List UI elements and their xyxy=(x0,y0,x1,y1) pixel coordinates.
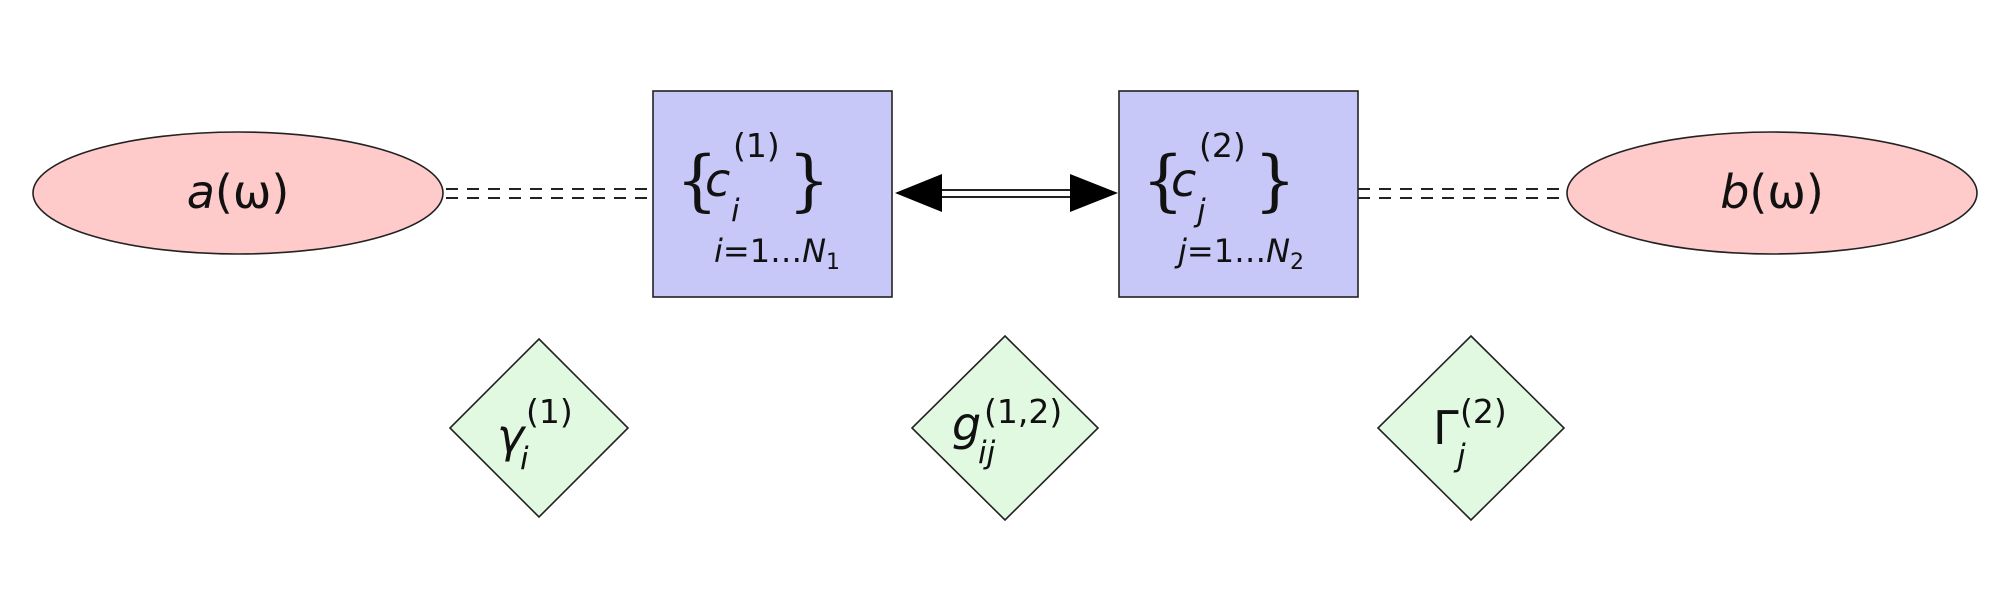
box-2-brace-open: { xyxy=(1142,142,1184,219)
damping-1-diamond: γ i (1) xyxy=(448,337,630,519)
mode-set-1-box: { c i (1) } i=1…N1 xyxy=(652,90,893,298)
box-1-range-index: i xyxy=(714,232,723,270)
svg-text:b(ω): b(ω) xyxy=(1720,165,1824,219)
right-dashed-connector xyxy=(1358,188,1567,199)
svg-text:j=1…N2: j=1…N2 xyxy=(1174,232,1304,275)
source-a-ellipse xyxy=(32,131,444,255)
source-b-node: b(ω) xyxy=(1566,131,1978,255)
svg-text:c: c xyxy=(705,153,730,207)
box-1-symbol: c xyxy=(705,153,730,207)
diamond-center-superscript: (1,2) xyxy=(984,392,1062,431)
diamond-left-superscript: (1) xyxy=(526,392,573,431)
diamond-left-subscript: i xyxy=(520,441,529,477)
diamond-right-symbol: Γ xyxy=(1433,401,1459,455)
box-2-range-N: N xyxy=(1266,232,1290,270)
left-dashed-connector xyxy=(446,188,655,199)
diamond-left-symbol: γ xyxy=(497,409,527,463)
diamond-center-symbol: g xyxy=(952,397,981,451)
box-1-range-N: N xyxy=(802,232,826,270)
box-2-range-eq: =1… xyxy=(1187,232,1266,270)
box-1-subscript: i xyxy=(731,193,740,229)
box-1-superscript: (1) xyxy=(733,126,780,165)
coupling-diamond: g ij (1,2) xyxy=(910,334,1100,522)
box-2-range-N-sub: 2 xyxy=(1290,250,1304,275)
source-b-func: b xyxy=(1720,165,1749,219)
box-1-range-eq: =1… xyxy=(723,232,802,270)
source-b-ellipse xyxy=(1566,131,1978,255)
box-1-brace-open: { xyxy=(676,142,718,219)
svg-text:i=1…N1: i=1…N1 xyxy=(714,232,840,275)
source-a-arg: (ω) xyxy=(215,165,289,219)
arrowhead-right xyxy=(1070,174,1118,212)
box-2-superscript: (2) xyxy=(1199,126,1246,165)
damping-2-diamond: Γ j (2) xyxy=(1376,334,1566,522)
diamond-center-subscript: ij xyxy=(978,435,996,471)
diamond-right-subscript: j xyxy=(1453,438,1466,474)
svg-text:a(ω): a(ω) xyxy=(187,165,290,219)
arrowhead-left xyxy=(895,174,942,212)
source-a-node: a(ω) xyxy=(32,131,444,255)
diamond-right-superscript: (2) xyxy=(1460,392,1507,431)
box-1-range-N-sub: 1 xyxy=(826,250,840,275)
box-2-range-index: j xyxy=(1174,232,1187,270)
box-1-brace-close: } xyxy=(788,142,830,219)
box-2-subscript: j xyxy=(1193,193,1206,229)
source-a-func: a xyxy=(187,165,215,219)
source-b-arg: (ω) xyxy=(1749,165,1823,219)
box-2-brace-close: } xyxy=(1254,142,1296,219)
mode-set-2-box: { c j (2) } j=1…N2 xyxy=(1118,90,1359,298)
box-2-symbol: c xyxy=(1171,153,1196,207)
svg-text:c: c xyxy=(1171,153,1196,207)
coupling-arrow xyxy=(895,174,1118,212)
